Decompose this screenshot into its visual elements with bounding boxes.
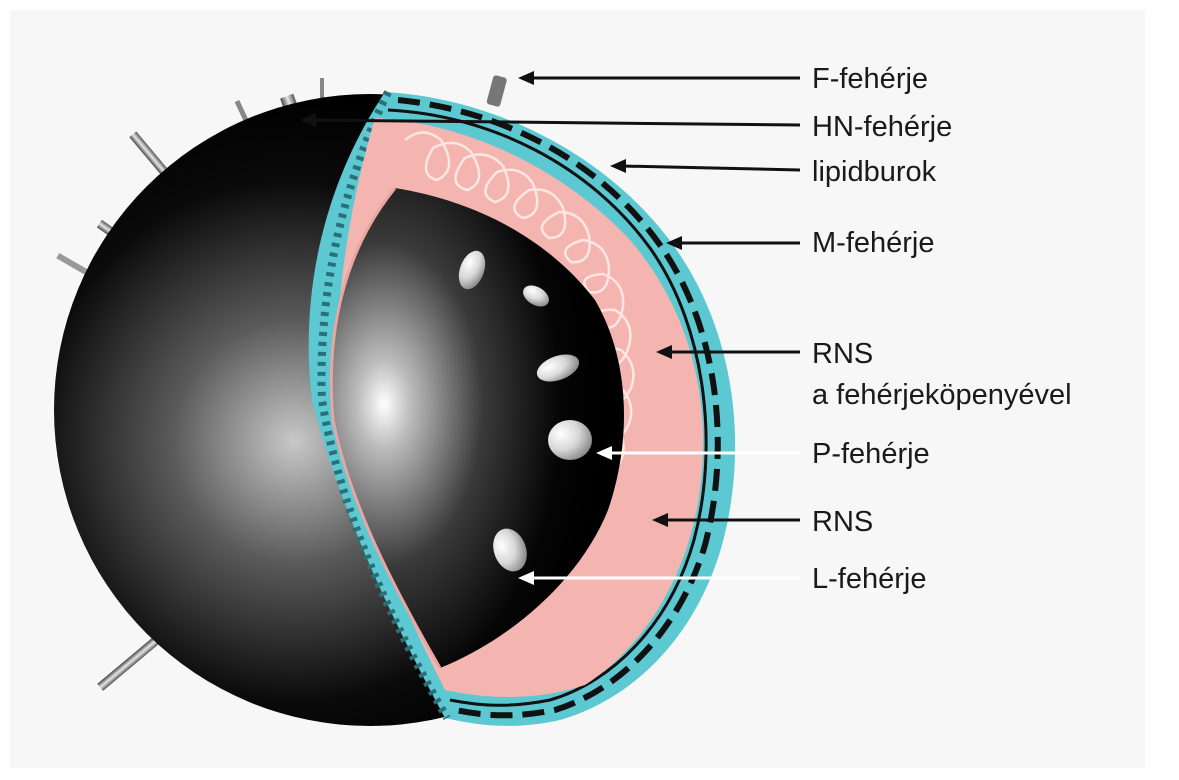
- label-lipid-envelope: lipidburok: [812, 155, 936, 189]
- label-rna-capsid-line2: a fehérjeköpenyével: [812, 378, 1072, 412]
- label-l-protein: L-fehérje: [812, 562, 926, 596]
- label-p-protein: P-fehérje: [812, 437, 930, 471]
- label-rna-capsid-line1: RNS: [812, 337, 873, 371]
- label-m-protein: M-fehérje: [812, 226, 935, 260]
- f-protein-spike: [486, 75, 507, 108]
- label-rna: RNS: [812, 505, 873, 539]
- p-protein-blob: [548, 420, 592, 460]
- label-hn-protein: HN-fehérje: [812, 110, 952, 144]
- label-f-protein: F-fehérje: [812, 62, 928, 96]
